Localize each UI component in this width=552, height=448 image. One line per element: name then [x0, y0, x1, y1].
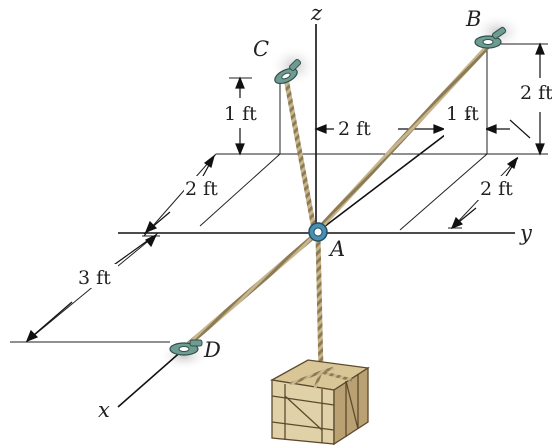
- point-a-label: A: [328, 237, 345, 261]
- dim-c-height: 1 ft: [224, 103, 257, 125]
- cable-ad: [181, 233, 317, 351]
- point-c-label: C: [253, 37, 269, 61]
- construction-lines: [10, 43, 548, 343]
- dim-b-height: 2 ft: [520, 82, 552, 104]
- ring-a: [308, 222, 328, 242]
- point-b-label: B: [465, 7, 481, 31]
- dim-mid-width: 2 ft: [338, 118, 371, 140]
- dim-left-depth: 2 ft: [185, 178, 218, 200]
- cables: [181, 41, 493, 375]
- dim-lower-depth: 3 ft: [78, 267, 111, 289]
- cable-crate: [315, 233, 324, 375]
- dim-right-depth: 2 ft: [480, 178, 513, 200]
- dim-right-offset: 1 ft: [446, 103, 479, 125]
- z-axis-label: z: [310, 1, 323, 25]
- cable-ab: [315, 41, 493, 233]
- point-d-label: D: [203, 338, 221, 362]
- eyebolt-c: [274, 58, 302, 85]
- crate: [270, 359, 370, 446]
- crate-side: [333, 366, 369, 446]
- x-axis-label: x: [98, 398, 110, 422]
- cable-ac: [283, 75, 317, 232]
- dimension-arrows: [25, 42, 545, 343]
- eyebolt-d: [169, 339, 203, 356]
- y-axis-label: y: [519, 221, 533, 245]
- eyebolt-b: [474, 26, 507, 49]
